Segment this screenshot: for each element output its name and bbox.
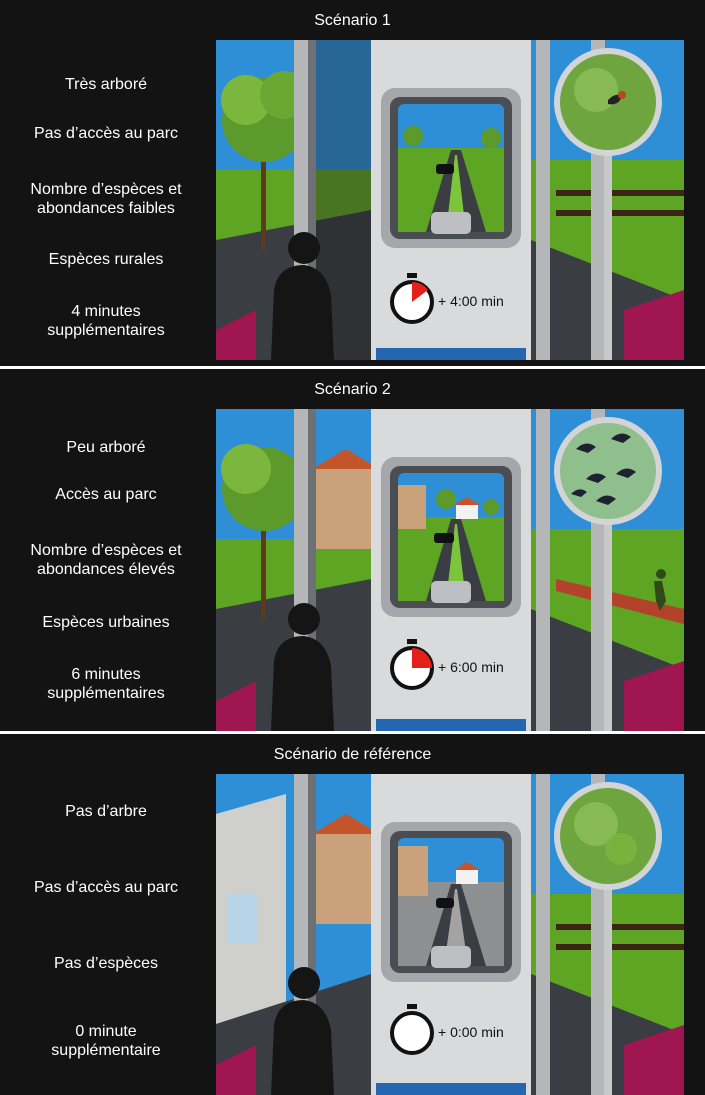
scenario-title: Scénario 1 bbox=[314, 12, 391, 29]
attribute-species: Pas d’espèces bbox=[53, 955, 159, 972]
bus-scene-illustration: + 0:00 min bbox=[216, 774, 684, 1095]
attribute-species-type: Espèces rurales bbox=[48, 251, 164, 268]
bus-scene-illustration: + 4:00 min bbox=[216, 40, 684, 360]
scenario-title: Scénario de référence bbox=[273, 746, 432, 763]
attribute-trees: Pas d’arbre bbox=[65, 803, 147, 820]
attribute-trees: Très arboré bbox=[64, 76, 148, 93]
time-cost-label: + 6:00 min bbox=[438, 659, 504, 675]
attribute-extra-time: 4 minutes supplémentaires bbox=[47, 303, 165, 339]
attribute-park-access: Pas d’accès au parc bbox=[33, 125, 179, 142]
stopwatch-icon bbox=[390, 273, 434, 324]
bird-species-sign bbox=[554, 48, 662, 360]
stopwatch-icon bbox=[390, 639, 434, 690]
panel-divider bbox=[0, 731, 705, 734]
attribute-species-abundance: Nombre d’espèces et abondances faibles bbox=[30, 181, 182, 217]
scenario-panel-1: Scénario 1 Très arboré Pas d’accès au pa… bbox=[0, 0, 705, 366]
attribute-list: Peu arboré Accès au parc Nombre d’espèce… bbox=[0, 369, 212, 731]
attribute-trees: Peu arboré bbox=[66, 439, 146, 456]
attribute-park-access: Pas d’accès au parc bbox=[33, 879, 179, 896]
time-cost-label: + 4:00 min bbox=[438, 293, 504, 309]
bus-scene-illustration: + 6:00 min bbox=[216, 409, 684, 731]
scenario-panel-reference: Scénario de référence Pas d’arbre Pas d’… bbox=[0, 734, 705, 1095]
attribute-species-abundance: Nombre d’espèces et abondances élevés bbox=[30, 542, 182, 578]
attribute-extra-time: 6 minutes supplémentaires bbox=[47, 666, 165, 702]
attribute-list: Pas d’arbre Pas d’accès au parc Pas d’es… bbox=[0, 734, 212, 1095]
bird-species-sign bbox=[554, 417, 662, 731]
attribute-park-access: Accès au parc bbox=[55, 486, 157, 503]
bus-scene-svg: + 6:00 min bbox=[216, 409, 684, 731]
scenario-title: Scénario 2 bbox=[314, 381, 391, 398]
attribute-species-type: Espèces urbaines bbox=[42, 614, 170, 631]
bus-scene-svg: + 0:00 min bbox=[216, 774, 684, 1095]
attribute-extra-time: 0 minute supplémentaire bbox=[51, 1023, 161, 1059]
bird-species-sign bbox=[554, 782, 662, 1095]
bus-scene-svg: + 4:00 min bbox=[216, 40, 684, 360]
panel-divider bbox=[0, 366, 705, 369]
attribute-list: Très arboré Pas d’accès au parc Nombre d… bbox=[0, 0, 212, 366]
scenario-panel-2: Scénario 2 Peu arboré Accès au parc Nomb… bbox=[0, 369, 705, 731]
time-cost-label: + 0:00 min bbox=[438, 1024, 504, 1040]
stopwatch-icon bbox=[390, 1004, 434, 1055]
